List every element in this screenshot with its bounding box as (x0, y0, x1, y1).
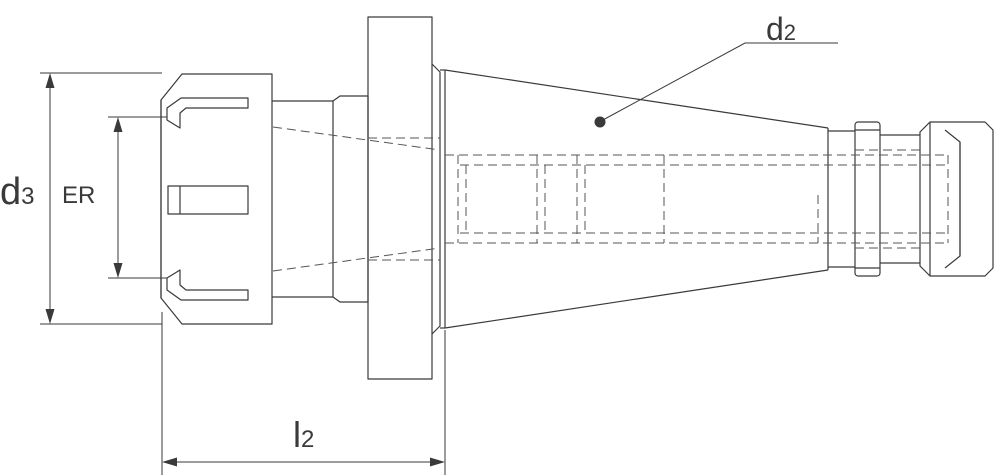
hidden-lines (272, 126, 949, 272)
d3-label: d3 (0, 171, 35, 213)
holder-collar (332, 95, 369, 303)
d2-label: d2 (766, 11, 796, 47)
d3-arrow-top (45, 73, 55, 88)
holder-neck (272, 100, 334, 298)
l2-arrow-left (162, 457, 177, 467)
l2-arrow-right (430, 457, 445, 467)
er-arrow-bottom (113, 263, 123, 278)
er-arrow-top (113, 117, 123, 132)
er-label: ER (62, 182, 95, 209)
dimension-arrowheads (45, 73, 606, 467)
d2-leader-line (600, 42, 838, 122)
dimension-lines (40, 42, 838, 475)
retention-knob (828, 121, 994, 277)
collet-nut (160, 73, 273, 325)
taper-shank (431, 63, 829, 335)
l2-label: l2 (293, 414, 314, 455)
part-outline (160, 16, 994, 380)
d3-arrow-bottom (45, 309, 55, 324)
d2-leader-dot (594, 116, 606, 128)
flange (367, 16, 433, 380)
